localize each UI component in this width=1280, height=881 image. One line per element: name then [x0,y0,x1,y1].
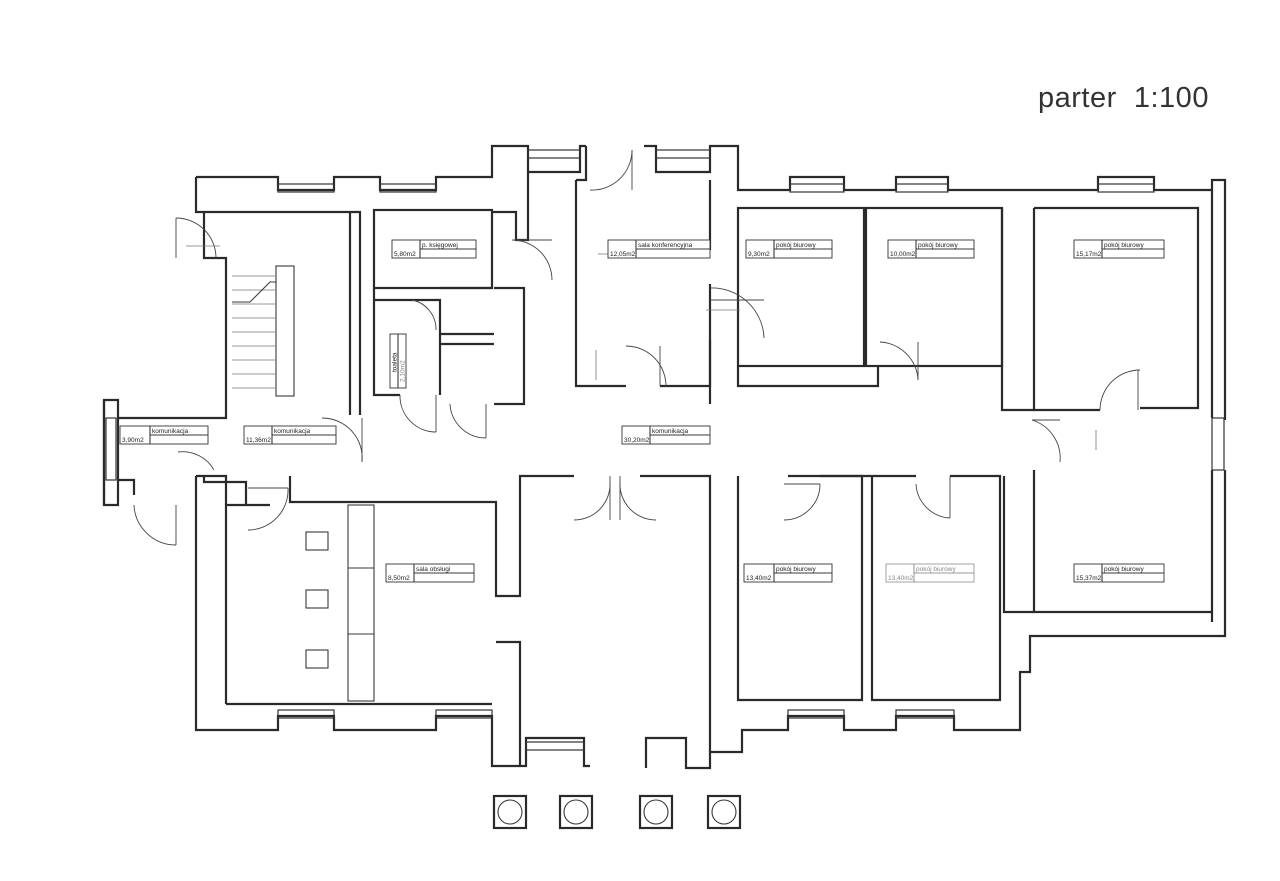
room-area: 3,90m2 [122,437,144,444]
room-label: sala obsługi 8,50m2 [385,563,475,583]
room-area: 9,30m2 [748,251,770,258]
room-label: pokój biurowy 15,37m2 [1073,563,1165,583]
room-label: komunikacja 11,36m2 [243,425,337,445]
doors [133,149,1141,546]
columns [492,794,742,830]
room-name: pokój biurowy [1104,566,1144,573]
room-label: pokój biurowy 10,00m2 [887,239,975,259]
room-label: p. księgowej 5,80m2 [391,239,477,259]
staircase [232,275,276,389]
room-area: 13,40m2 [888,575,914,582]
windows [105,149,1225,751]
room-area: 8,50m2 [388,575,410,582]
room-label: pokój biurowy 9,30m2 [745,239,833,259]
room-name: pokój biurowy [776,566,816,573]
room-name: pokój biurowy [1104,242,1144,249]
room-name: sala konferencyjna [638,242,693,249]
interior-walls [196,146,1212,766]
room-label: pokój biurowy 13,40m2 [743,563,833,583]
service-counters [305,504,375,702]
room-area: 12,05m2 [610,251,636,258]
room-area: 10,00m2 [890,251,916,258]
room-name: komunikacja [652,428,689,435]
plan-title: parter 1:100 [1038,82,1209,114]
room-label: pokój biurowy 15,17m2 [1073,239,1165,259]
room-area: 30,20m2 [624,437,650,444]
room-label: pokój biurowy 13,40m2 [885,563,975,583]
room-name: pokój biurowy [918,242,958,249]
room-label: sala konferencyjna 12,05m2 [607,239,711,259]
room-name: p. księgowej [422,242,458,249]
room-area: 15,37m2 [1076,575,1102,582]
outer-walls [102,144,1227,770]
room-name: komunikacja [274,428,311,435]
room-area: 15,17m2 [1076,251,1102,258]
room-name: toaleta [392,352,399,372]
room-label: komunikacja 3,90m2 [119,425,209,445]
room-area: 11,36m2 [246,437,271,444]
room-name: pokój biurowy [776,242,816,249]
room-area: 5,80m2 [394,251,416,258]
room-name: pokój biurowy [916,566,956,573]
room-area: 2,10m2 [400,360,407,382]
room-name: sala obsługi [416,566,450,573]
room-label: komunikacja 30,20m2 [621,425,711,445]
room-area: 13,40m2 [746,575,772,582]
room-label-vertical: toaleta 2,10m2 [389,333,407,389]
room-name: komunikacja [152,428,189,435]
